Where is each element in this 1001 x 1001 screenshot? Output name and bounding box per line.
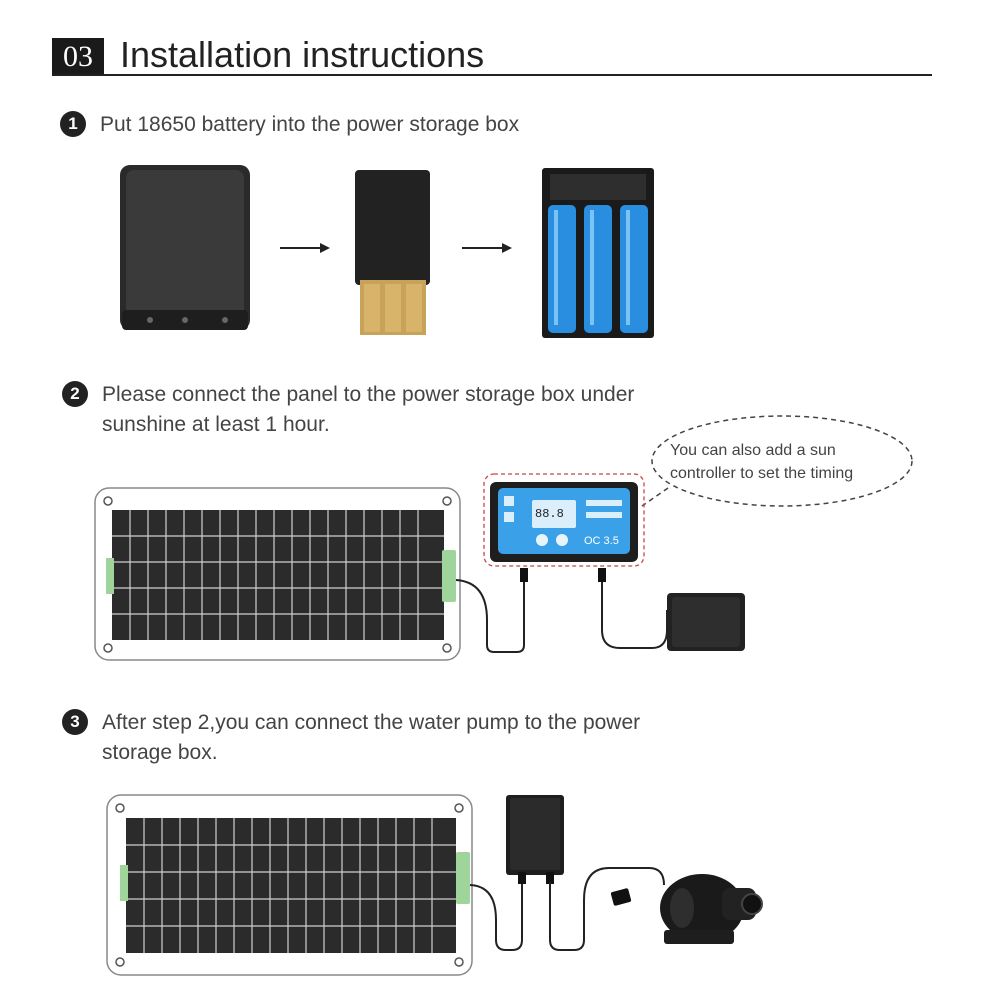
step-2-line-1: Please connect the panel to the power st… bbox=[102, 383, 635, 406]
power-storage-box bbox=[667, 593, 745, 651]
power-storage-box bbox=[506, 795, 564, 884]
sun-controller: 88.8 OC 3.5 bbox=[483, 473, 645, 567]
power-box-with-batteries bbox=[542, 168, 654, 338]
arrow-icon bbox=[280, 243, 330, 253]
step-3-line-2: storage box. bbox=[102, 741, 218, 764]
section-number: 03 bbox=[52, 38, 104, 76]
controller-display: 88.8 bbox=[535, 507, 564, 521]
arrow-icon bbox=[462, 243, 512, 253]
step-2-number: 2 bbox=[62, 381, 88, 407]
panel-cable bbox=[469, 880, 523, 951]
water-pump bbox=[660, 874, 763, 944]
solar-panel bbox=[94, 487, 461, 661]
header-divider bbox=[52, 74, 932, 76]
timing-callout: You can also add a sun controller to set… bbox=[641, 415, 913, 507]
pump-cable bbox=[549, 867, 665, 951]
step-2-text: Please connect the panel to the power st… bbox=[102, 380, 634, 440]
step-2: 2 Please connect the panel to the power … bbox=[62, 380, 634, 440]
step-1-text: Put 18650 battery into the power storage… bbox=[100, 110, 519, 140]
battery-install-illustration bbox=[120, 165, 654, 338]
callout-line-2: controller to set the timing bbox=[670, 465, 853, 482]
power-box-sliding bbox=[355, 170, 430, 335]
step-3-number: 3 bbox=[62, 709, 88, 735]
step-3-text: After step 2,you can connect the water p… bbox=[102, 708, 640, 768]
section-header: 03 Installation instructions bbox=[52, 34, 932, 78]
step-3-line-1: After step 2,you can connect the water p… bbox=[102, 711, 641, 734]
step-3: 3 After step 2,you can connect the water… bbox=[62, 708, 640, 768]
output-cable bbox=[601, 578, 668, 649]
step-1-line-1: Put 18650 battery into the power storage… bbox=[100, 113, 520, 136]
panel-cable bbox=[455, 579, 525, 653]
solar-panel bbox=[106, 794, 473, 976]
panel-charging-illustration: 88.8 OC 3.5 bbox=[94, 473, 745, 661]
power-box-closed bbox=[120, 165, 250, 330]
callout-line-1: You can also add a sun bbox=[670, 442, 836, 459]
section-title: Installation instructions bbox=[120, 34, 485, 75]
step-1: 1 Put 18650 battery into the power stora… bbox=[60, 110, 519, 140]
step-2-line-2: sunshine at least 1 hour. bbox=[102, 413, 330, 436]
pump-connection-illustration bbox=[106, 794, 763, 976]
controller-button-label: OC 3.5 bbox=[584, 535, 619, 547]
step-1-number: 1 bbox=[60, 111, 86, 137]
